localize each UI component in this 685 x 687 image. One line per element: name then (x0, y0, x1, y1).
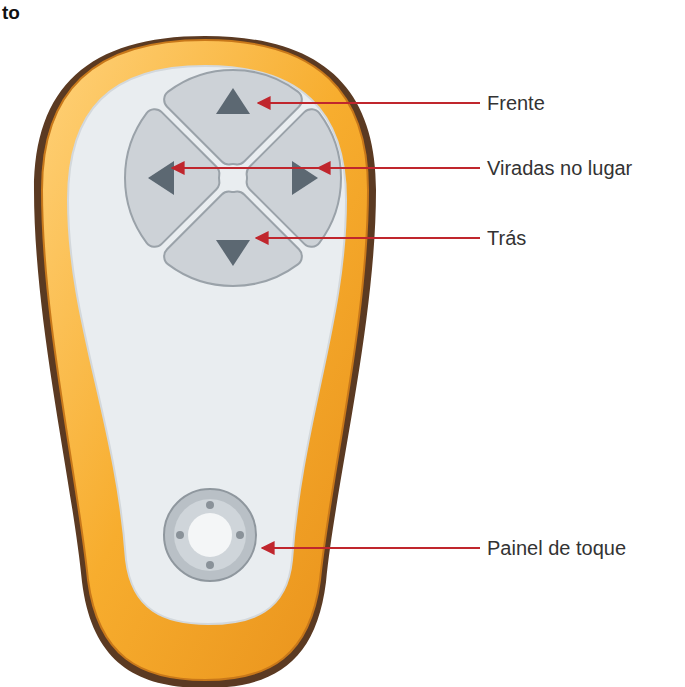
arrow-symbol (216, 240, 250, 266)
arrow-symbol (292, 161, 318, 195)
remote-grip (34, 36, 376, 687)
part-label: Painel de toque (487, 537, 626, 560)
direction-button (125, 109, 219, 247)
remote-body (42, 40, 368, 680)
remote-panel (68, 66, 346, 624)
part-label: Trás (487, 227, 526, 250)
title-fragment: to (2, 2, 20, 24)
part-label: Viradas no lugar (487, 157, 632, 180)
leader-lines (172, 103, 480, 548)
touch-pad (164, 489, 256, 581)
arrow-symbol (216, 88, 250, 114)
part-label: Frente (487, 92, 545, 115)
arrow-symbol (148, 161, 174, 195)
